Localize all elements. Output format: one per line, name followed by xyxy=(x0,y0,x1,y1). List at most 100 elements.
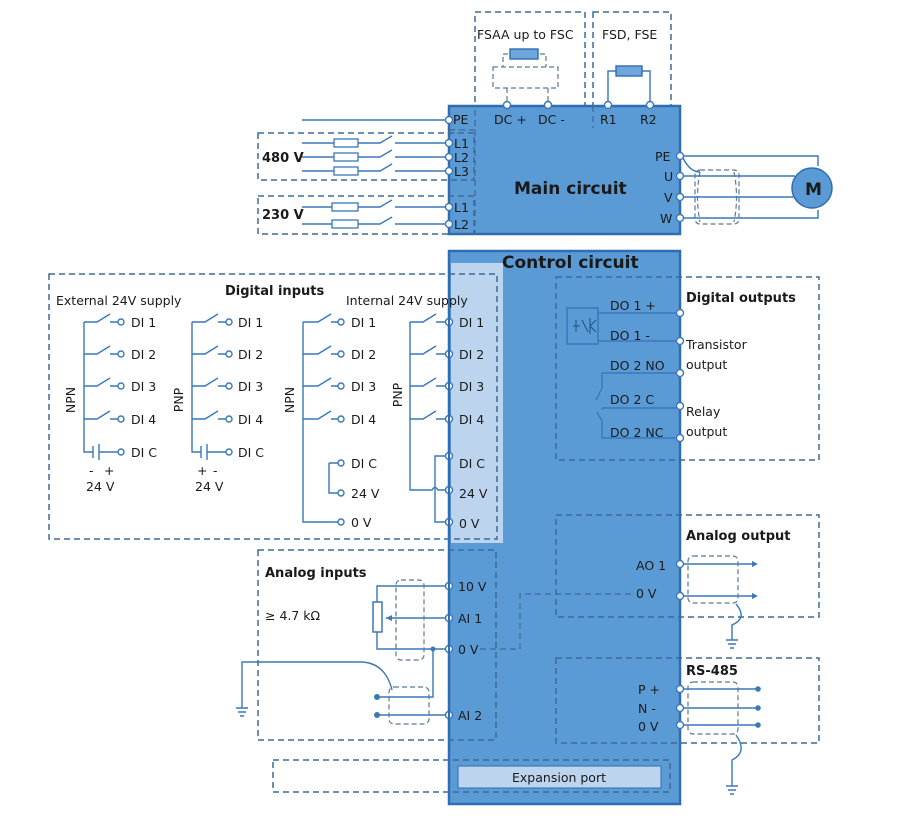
control-circuit-title: Control circuit xyxy=(502,253,639,273)
terminal-dcminus-label: DC - xyxy=(538,112,565,127)
motor-pe-label: PE xyxy=(655,149,671,164)
terminal-dcminus xyxy=(543,100,553,110)
motor-icon xyxy=(791,167,833,209)
int-npn-di3: DI 3 xyxy=(351,379,376,394)
main-circuit-title: Main circuit xyxy=(514,179,627,199)
terminal-ext-pnp-di2 xyxy=(225,350,233,358)
digital-outputs-title: Digital outputs xyxy=(686,291,796,306)
braking-resistor-fsd xyxy=(615,65,643,77)
motor-v-label: V xyxy=(664,190,673,205)
digital-inputs-title: Digital inputs xyxy=(225,284,324,299)
terminal-ext-npn-dic xyxy=(117,448,125,456)
analog-inputs-title: Analog inputs xyxy=(265,566,367,581)
digital-outputs-box xyxy=(555,276,820,461)
0v-link-dashed xyxy=(480,593,632,650)
terminal-pe xyxy=(444,115,454,125)
supply-480-box xyxy=(257,132,475,181)
fuse-icon xyxy=(331,219,359,229)
analog-output-title: Analog output xyxy=(686,529,790,544)
ext-pnp-minus: - xyxy=(213,463,218,478)
relay-contacts xyxy=(595,372,680,439)
ext-npn-di2: DI 2 xyxy=(131,347,156,362)
terminal-n-minus xyxy=(675,703,685,713)
terminal-ext-pnp-di4 xyxy=(225,415,233,423)
ao-0v-label: 0 V xyxy=(636,586,657,601)
fuse-icon xyxy=(333,138,359,148)
terminal-motor-pe xyxy=(675,151,685,161)
digital-inputs-box xyxy=(48,273,498,540)
ext-npn-di4: DI 4 xyxy=(131,412,156,427)
terminal-int-npn-0v xyxy=(337,518,345,526)
motor-wires xyxy=(680,155,819,219)
int-npn-0v: 0 V xyxy=(351,515,372,530)
ext-npn-voltage: 24 V xyxy=(86,479,115,494)
terminal-r2 xyxy=(645,100,655,110)
ai2-label: AI 2 xyxy=(458,708,482,723)
terminal-do2nc xyxy=(675,433,685,443)
int-pnp-di3: DI 3 xyxy=(459,379,484,394)
fsaa-label: FSAA up to FSC xyxy=(477,27,574,42)
ext-pnp-di3: DI 3 xyxy=(238,379,263,394)
expansion-port xyxy=(457,765,662,789)
int-npn-di4: DI 4 xyxy=(351,412,376,427)
terminal-230-l1 xyxy=(444,202,454,212)
ext-pnp-di4: DI 4 xyxy=(238,412,263,427)
ai-0v-label: 0 V xyxy=(458,642,479,657)
analog-output-box xyxy=(555,514,820,618)
ground-wire xyxy=(241,661,393,708)
int-npn-dic: DI C xyxy=(351,456,377,471)
do1-wires xyxy=(598,312,680,342)
int-pnp-di1: DI 1 xyxy=(459,315,484,330)
fuse-icon xyxy=(333,152,359,162)
terminal-ao1 xyxy=(675,559,685,569)
terminal-ao-0v xyxy=(675,591,685,601)
label-480-l2: L2 xyxy=(454,150,469,165)
relay-output-label-2: output xyxy=(686,424,727,439)
ext-pnp-voltage: 24 V xyxy=(195,479,224,494)
terminal-r1 xyxy=(603,100,613,110)
ai1-wires xyxy=(376,585,449,650)
ext-npn-dic: DI C xyxy=(131,445,157,460)
terminal-ext-pnp-di1 xyxy=(225,318,233,326)
int-pnp-label: PNP xyxy=(390,382,405,407)
label-230-l2: L2 xyxy=(454,217,469,232)
supply-480-lines xyxy=(302,135,449,176)
optocoupler-icon xyxy=(566,307,599,345)
ext-pnp-label: PNP xyxy=(171,387,186,412)
rs485-wires xyxy=(680,688,758,726)
fuse-icon xyxy=(333,166,359,176)
ext-pnp-di2: DI 2 xyxy=(238,347,263,362)
terminal-int-npn-di3 xyxy=(337,382,345,390)
ai2-cable-shield xyxy=(388,686,430,725)
motor-u-label: U xyxy=(664,169,673,184)
supply-230-label: 230 V xyxy=(262,208,304,223)
transistor-output-label-2: output xyxy=(686,357,727,372)
do2nc-label: DO 2 NC xyxy=(610,425,664,440)
terminal-pe-label: PE xyxy=(453,112,469,127)
external-npn-group xyxy=(83,313,125,460)
int-npn-di1: DI 1 xyxy=(351,315,376,330)
terminal-v xyxy=(675,192,685,202)
ai-10v-label: 10 V xyxy=(458,579,487,594)
ai2-wires xyxy=(377,649,449,716)
ext-pnp-plus: + xyxy=(197,463,207,478)
terminal-w xyxy=(675,213,685,223)
ao-wires xyxy=(680,563,752,597)
terminal-int-npn-di4 xyxy=(337,415,345,423)
terminal-rs485-0v xyxy=(675,720,685,730)
ext-npn-plus: + xyxy=(104,463,114,478)
external-supply-label: External 24V supply xyxy=(56,293,182,308)
resistance-label: ≥ 4.7 kΩ xyxy=(265,608,321,623)
ext-npn-di1: DI 1 xyxy=(131,315,156,330)
supply-480-label: 480 V xyxy=(262,151,304,166)
ai1-cable-shield xyxy=(395,579,425,661)
p-plus-label: P + xyxy=(638,682,660,697)
int-pnp-di4: DI 4 xyxy=(459,412,484,427)
fsd-label: FSD, FSE xyxy=(602,27,657,42)
int-npn-24v: 24 V xyxy=(351,486,380,501)
ao1-label: AO 1 xyxy=(636,558,666,573)
terminal-do2no xyxy=(675,368,685,378)
motor-label: M xyxy=(805,180,822,200)
int-pnp-di2: DI 2 xyxy=(459,347,484,362)
